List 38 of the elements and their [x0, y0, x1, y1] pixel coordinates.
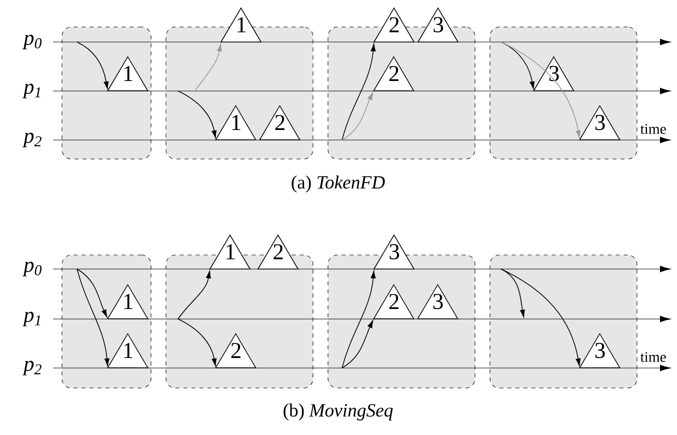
process-label: p$_{2}$: [22, 360, 42, 376]
message-arrow: [178, 90, 217, 138]
message-arrow: [500, 42, 581, 138]
token-triangle: 3: [579, 332, 620, 368]
process-label: p$_{1}$: [22, 312, 40, 326]
process-label: p$_{1}$: [22, 84, 40, 98]
dashed-group-box: [62, 26, 152, 160]
message-arrow: [500, 268, 581, 366]
token-triangle: 2: [373, 284, 414, 320]
message-arrow: [178, 318, 217, 366]
token-triangle: 2: [215, 332, 256, 368]
dashed-group-box: [490, 254, 638, 388]
process-label: p$_{0}$: [22, 34, 42, 50]
message-arrow: [342, 270, 376, 368]
token-triangle: 3: [579, 104, 620, 140]
message-arrow: [178, 270, 211, 320]
token-triangle: 2: [373, 56, 414, 92]
process-label: p$_{0}$: [22, 262, 42, 276]
token-triangle: 3: [417, 284, 458, 320]
time-label: time: [640, 352, 666, 362]
caption: (b) MovingSeq: [284, 404, 393, 420]
token-triangle: 1: [107, 56, 148, 92]
message-arrow: [342, 44, 376, 140]
token-triangle: 3: [533, 56, 574, 92]
message-arrow: [76, 268, 110, 366]
token-triangle: 1: [215, 104, 256, 140]
token-triangle: 1: [107, 284, 148, 320]
time-label: time: [640, 124, 666, 134]
caption: (a) TokenFD: [292, 176, 385, 192]
dashed-group-box: [490, 26, 638, 160]
token-triangle: 1: [107, 332, 148, 368]
message-arrow: [342, 320, 374, 368]
message-arrow: [76, 42, 109, 90]
process-label: p$_{2}$: [22, 132, 42, 148]
message-arrow: [342, 92, 374, 140]
message-arrow: [194, 44, 222, 92]
message-arrow: [76, 268, 108, 318]
token-triangle: 2: [259, 104, 300, 140]
